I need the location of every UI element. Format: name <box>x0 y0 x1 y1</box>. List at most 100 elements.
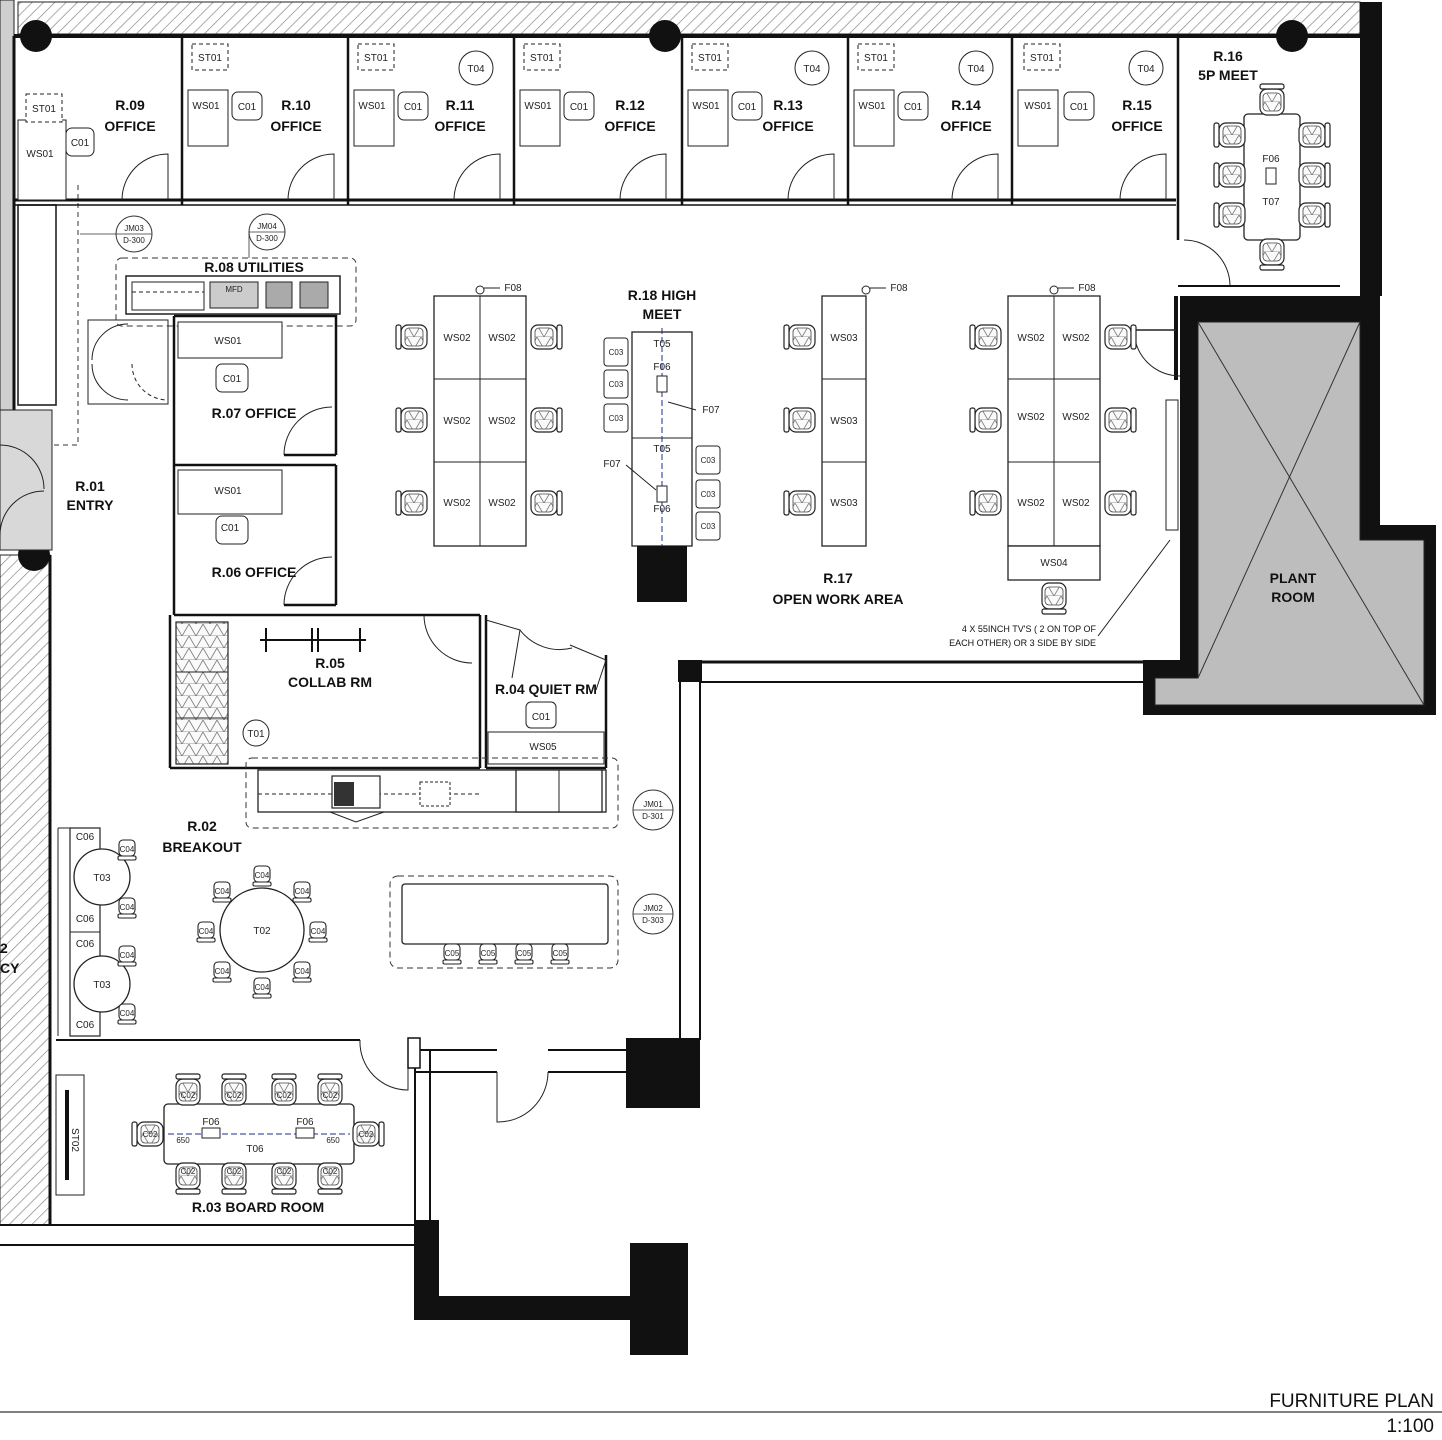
dim-650: 650 <box>176 1136 190 1145</box>
code-c01: C01 <box>71 138 90 149</box>
code-ws01: WS01 <box>26 149 54 160</box>
code-c02: C02 <box>277 1167 292 1176</box>
code-st01: ST01 <box>198 53 222 64</box>
code-st01: ST01 <box>1030 53 1054 64</box>
code-c03: C03 <box>609 348 624 357</box>
code-c04: C04 <box>295 967 310 976</box>
code-c01: C01 <box>532 712 551 723</box>
tv-note-line2: EACH OTHER) OR 3 SIDE BY SIDE <box>949 638 1096 648</box>
code-c04: C04 <box>215 887 230 896</box>
code-t02: T02 <box>253 926 271 937</box>
code-c06: C06 <box>76 1020 95 1031</box>
section-marker-jm04: JM04 D-300 <box>248 213 286 258</box>
office-row: ST01 WS01 C01 ST01 WS01 C01 ST01 WS01 C0… <box>14 36 1340 287</box>
code-st01: ST01 <box>364 53 388 64</box>
partial-label-2: CY <box>0 960 20 976</box>
code-c03: C03 <box>701 522 716 531</box>
room-r15-number: R.15 <box>1122 97 1152 113</box>
code-f06: F06 <box>653 504 671 515</box>
code-c03: C03 <box>701 490 716 499</box>
code-ws05: WS05 <box>529 742 557 753</box>
code-ws02: WS02 <box>443 333 471 344</box>
high-meet: R.18 HIGH MEET T05 F06 T05 F06 F07 F07 C… <box>603 287 721 602</box>
code-c02: C02 <box>227 1091 242 1100</box>
code-t05: T05 <box>653 444 671 455</box>
code-c01: C01 <box>738 102 757 113</box>
room-r02-number: R.02 <box>187 818 217 834</box>
code-ws02: WS02 <box>443 416 471 427</box>
dim-650: 650 <box>326 1136 340 1145</box>
code-c02: C02 <box>181 1167 196 1176</box>
office-r13-furniture: ST01 WS01 C01 T04 <box>687 43 830 147</box>
code-c01: C01 <box>570 102 589 113</box>
office-r15-furniture: ST01 WS01 C01 T04 <box>1017 43 1164 147</box>
code-ws02: WS02 <box>1017 412 1045 423</box>
code-ws02: WS02 <box>488 498 516 509</box>
room-r08-label: R.08 UTILITIES <box>204 259 304 275</box>
code-c01: C01 <box>904 102 923 113</box>
room-r07-label: R.07 OFFICE <box>212 405 297 421</box>
code-t03: T03 <box>93 873 111 884</box>
ws03-desks: F08 WS03 WS03 WS03 <box>783 283 908 547</box>
marker-jm04-top: JM04 <box>257 222 277 231</box>
code-st01: ST01 <box>530 53 554 64</box>
drawing-title: FURNITURE PLAN <box>1269 1391 1434 1412</box>
code-ws03: WS03 <box>830 416 858 427</box>
code-c04: C04 <box>255 871 270 880</box>
room-r09-name: OFFICE <box>104 118 155 134</box>
code-ws02: WS02 <box>1017 333 1045 344</box>
room-r05-number: R.05 <box>315 655 345 671</box>
room-r03-label: R.03 BOARD ROOM <box>192 1199 324 1215</box>
code-c04: C04 <box>199 927 214 936</box>
marker-jm01-bot: D-301 <box>642 812 664 821</box>
code-ws02: WS02 <box>1062 333 1090 344</box>
code-c04: C04 <box>255 983 270 992</box>
code-c04: C04 <box>311 927 326 936</box>
collab-quiet-rooms: R.05 COLLAB RM T01 R.04 QUIET RM C01 WS0… <box>168 614 608 770</box>
code-ws01: WS01 <box>858 101 886 112</box>
breakout-chairs: C04 C04 C04 C04 C04 C04 C04 C04 <box>196 865 328 999</box>
code-t01: T01 <box>247 729 265 740</box>
ws02-cluster-left: F08 WS02 WS02 WS02 WS02 WS02 WS02 <box>395 283 563 547</box>
section-marker-jm03: JM03 D-300 <box>80 215 153 253</box>
drawing-scale: 1:100 <box>1386 1416 1434 1437</box>
room-r06-label: R.06 OFFICE <box>212 564 297 580</box>
room-r18-line1: R.18 HIGH <box>628 287 696 303</box>
code-c05: C05 <box>553 949 568 958</box>
open-work-area: F08 WS02 WS02 WS02 WS02 WS02 WS02 R.18 H… <box>395 283 1317 648</box>
kitchen-breakout: JM01 D-301 R.02 BREAKOUT C06 C06 C06 C06… <box>57 757 674 1037</box>
room-r17-number: R.17 <box>823 570 853 586</box>
room-r10-number: R.10 <box>281 97 311 113</box>
room-r13-name: OFFICE <box>762 118 813 134</box>
code-c02: C02 <box>323 1167 338 1176</box>
building-shell <box>0 0 1436 1355</box>
code-c02: C02 <box>323 1091 338 1100</box>
code-f08: F08 <box>504 283 522 294</box>
code-f07: F07 <box>603 459 621 470</box>
utilities-room: R.08 UTILITIES MFD JM03 D-300 JM04 D-300 <box>80 213 357 327</box>
code-ws01: WS01 <box>192 101 220 112</box>
room-r13-number: R.13 <box>773 97 803 113</box>
code-f06: F06 <box>1262 154 1280 165</box>
marker-jm03-bot: D-300 <box>123 236 145 245</box>
office-r11-furniture: ST01 WS01 C01 T04 <box>353 43 494 147</box>
marker-jm03-top: JM03 <box>124 224 144 233</box>
code-f06: F06 <box>653 362 671 373</box>
code-t04: T04 <box>967 64 985 75</box>
code-ws03: WS03 <box>830 333 858 344</box>
code-st01: ST01 <box>864 53 888 64</box>
code-t06: T06 <box>246 1144 264 1155</box>
code-c01: C01 <box>238 102 257 113</box>
room-r18-line2: MEET <box>643 306 682 322</box>
marker-jm02-bot: D-303 <box>642 916 664 925</box>
code-c06: C06 <box>76 939 95 950</box>
code-c01: C01 <box>1070 102 1089 113</box>
code-c05: C05 <box>445 949 460 958</box>
code-st01: ST01 <box>32 104 56 115</box>
code-ws01: WS01 <box>692 101 720 112</box>
code-ws02: WS02 <box>1062 412 1090 423</box>
code-c04: C04 <box>120 845 135 854</box>
code-t04: T04 <box>1137 64 1155 75</box>
office-r10-furniture: ST01 WS01 C01 <box>187 43 263 147</box>
room-r11-number: R.11 <box>446 97 475 113</box>
